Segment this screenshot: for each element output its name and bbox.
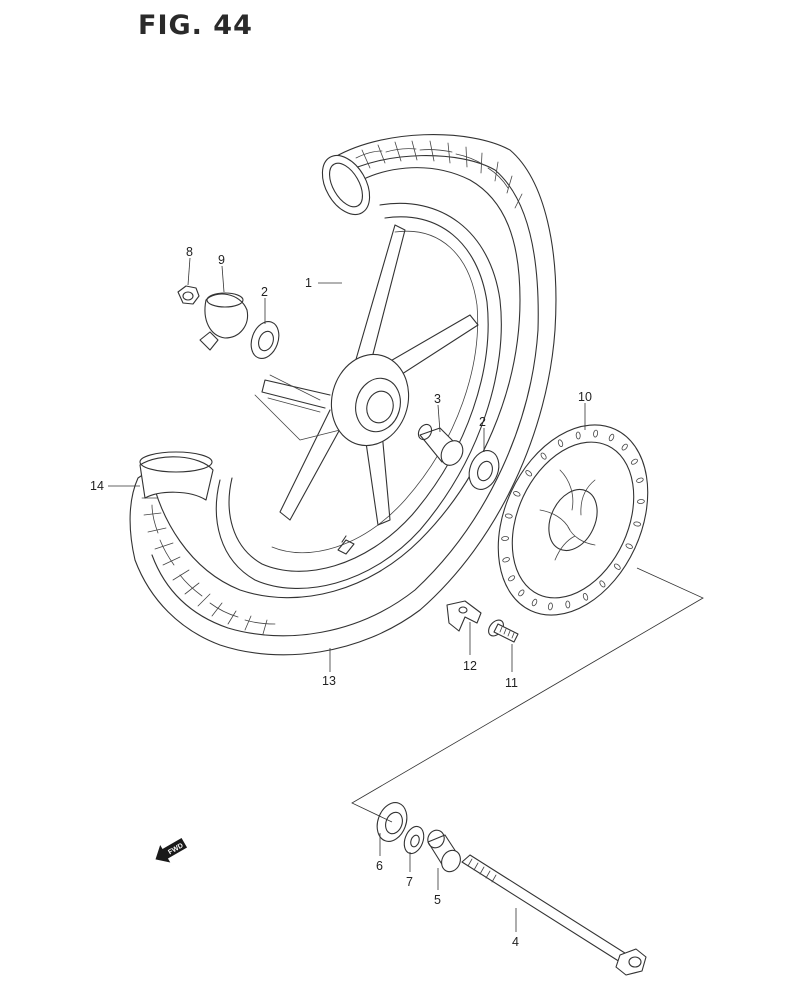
- disc-hole: [613, 563, 621, 570]
- disc-hole: [504, 513, 513, 519]
- fwd-label: FWD: [167, 842, 184, 856]
- disc-hole: [621, 443, 628, 451]
- callout-8: 8: [186, 245, 193, 259]
- callout-13: 13: [322, 674, 336, 688]
- disc-hole: [636, 477, 644, 483]
- callout-9: 9: [218, 253, 225, 267]
- disc-hole: [630, 458, 638, 465]
- disc-hole: [513, 491, 521, 497]
- lock-washer[interactable]: [446, 600, 482, 632]
- disc-hole: [625, 543, 633, 549]
- disc-hole: [525, 470, 533, 477]
- leader-lines: [108, 257, 586, 932]
- disc-bolt[interactable]: [486, 617, 519, 643]
- callout-12: 12: [463, 659, 477, 673]
- bearing-left[interactable]: [246, 318, 283, 363]
- disc-hole: [582, 593, 589, 601]
- part-callouts: 8 9 2 1 3 2 10 14 12 11 13 6 7 5 4: [90, 245, 592, 949]
- disc-hole: [547, 602, 553, 611]
- callout-6: 6: [376, 859, 383, 873]
- callout-2-left: 2: [261, 285, 268, 299]
- callout-2-right: 2: [479, 415, 486, 429]
- brake-disc[interactable]: [469, 401, 677, 640]
- disc-hole: [518, 589, 525, 597]
- callout-11: 11: [505, 676, 518, 690]
- disc-hole: [565, 600, 571, 609]
- disc-hole: [637, 499, 645, 504]
- collar[interactable]: [425, 827, 464, 874]
- disc-hole: [508, 575, 516, 582]
- front-axle[interactable]: [461, 854, 647, 976]
- disc-hole: [633, 521, 642, 527]
- disc-hole: [540, 452, 547, 460]
- callout-1: 1: [305, 276, 312, 290]
- callout-4: 4: [512, 935, 519, 949]
- disc-hole: [575, 431, 581, 440]
- speedometer-gearbox[interactable]: [199, 292, 249, 351]
- callout-10: 10: [578, 390, 592, 404]
- callout-14: 14: [90, 479, 104, 493]
- disc-hole: [501, 536, 509, 541]
- tire[interactable]: [129, 134, 557, 656]
- disc-hole: [593, 429, 599, 438]
- washer[interactable]: [401, 824, 427, 856]
- figure-title: FIG. 44: [138, 10, 253, 41]
- wheel-rim[interactable]: [215, 202, 502, 590]
- disc-hole: [608, 433, 615, 442]
- disc-hole: [531, 598, 538, 607]
- disc-hole: [599, 580, 606, 588]
- bearing-right[interactable]: [464, 446, 504, 493]
- callout-3: 3: [434, 392, 441, 406]
- forward-arrow-icon: FWD: [155, 837, 188, 863]
- disc-hole: [557, 439, 564, 447]
- disc-hole: [502, 557, 510, 563]
- callout-5: 5: [434, 893, 441, 907]
- spacer[interactable]: [416, 422, 467, 469]
- callout-7: 7: [406, 875, 413, 889]
- axle-nut[interactable]: [177, 285, 200, 305]
